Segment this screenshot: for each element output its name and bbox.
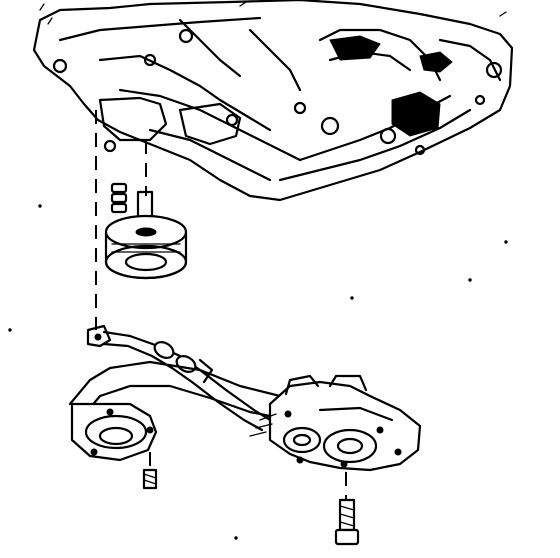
alignment-pin [86, 324, 112, 348]
scan-speckles [8, 204, 508, 540]
pump-bolt [334, 472, 360, 546]
transaxle-case [32, 0, 514, 202]
pickup-tube [102, 330, 272, 432]
oil-pump-drive-hub [104, 182, 188, 280]
oil-pump-body [68, 360, 422, 472]
pickup-screw [142, 452, 158, 490]
